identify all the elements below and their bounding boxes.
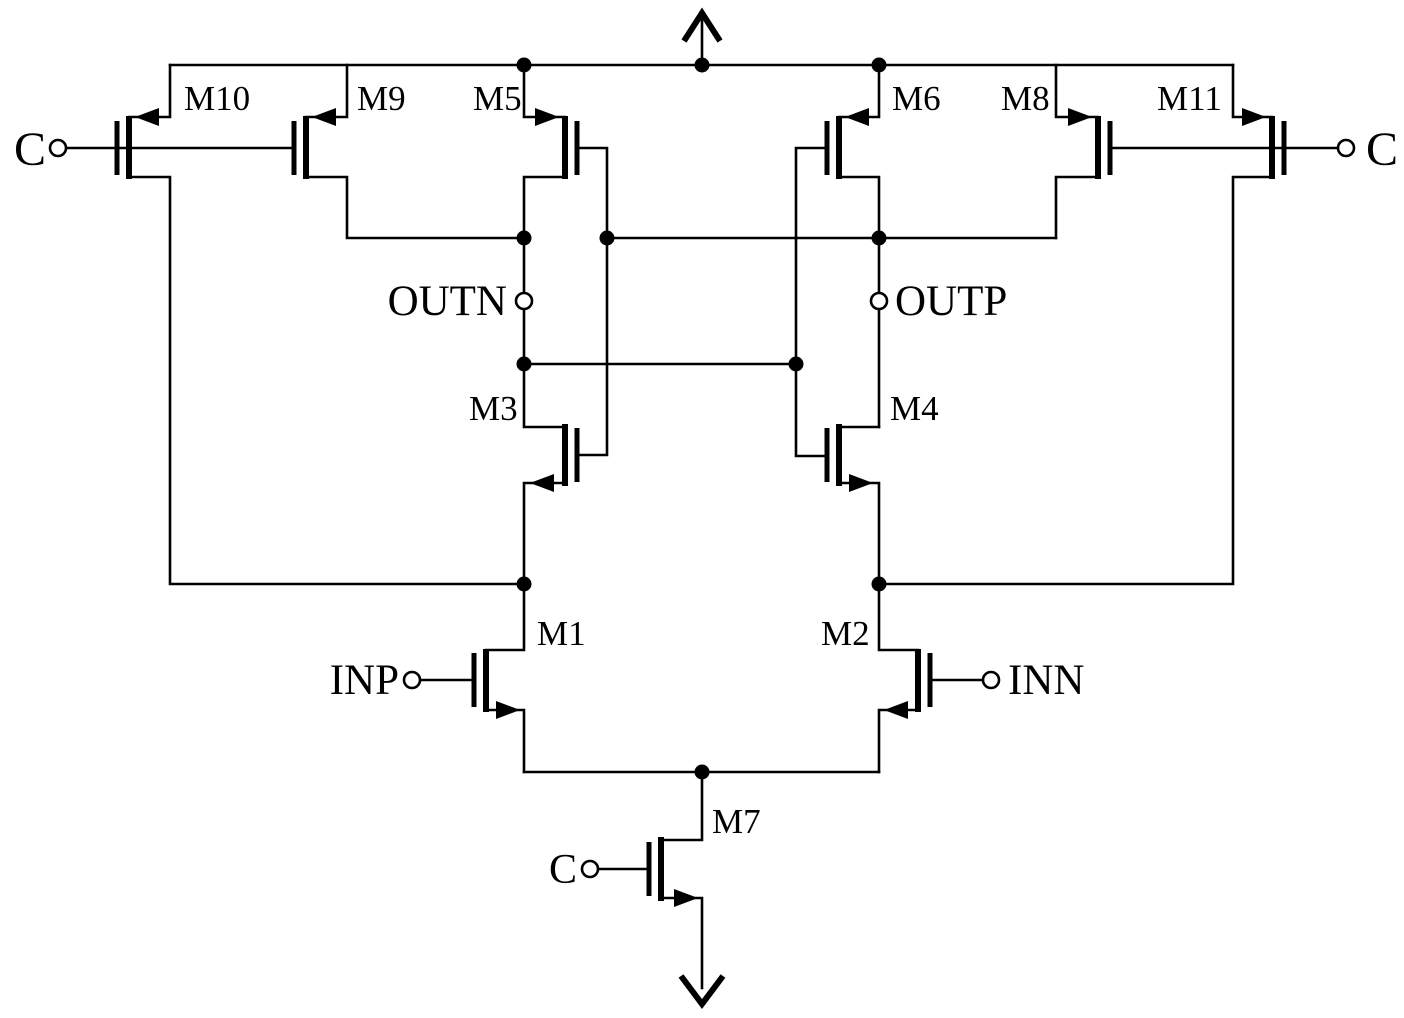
- label-m4: M4: [890, 389, 939, 428]
- m2-source-arrow: [884, 701, 908, 719]
- m5-drain: [522, 175, 567, 240]
- label-m8: M8: [1001, 79, 1050, 118]
- m4-source-arrow: [849, 474, 873, 492]
- label-m10: M10: [184, 79, 250, 118]
- label-m2: M2: [821, 614, 870, 653]
- m11-source-arrow: [1242, 108, 1266, 126]
- m5-source: [522, 63, 567, 119]
- m6-drain: [837, 175, 881, 240]
- label-m11: M11: [1157, 79, 1222, 118]
- transistor-m7: [646, 837, 698, 907]
- transistor-m9: [291, 108, 336, 179]
- m11-source: [1231, 63, 1274, 119]
- m7-drain: [659, 770, 704, 842]
- terminal-c-right: [1336, 138, 1356, 158]
- wires: [64, 63, 1340, 990]
- m1-source-arrow: [496, 701, 520, 719]
- transistor-m1: [471, 649, 520, 719]
- label-m5: M5: [473, 79, 522, 118]
- terminal-c-left: [48, 138, 68, 158]
- m3-source: [522, 481, 567, 586]
- label-inp: INP: [330, 657, 399, 704]
- m8-source: [1054, 63, 1100, 119]
- transistor-m11: [1242, 108, 1287, 179]
- transistor-m3: [530, 424, 580, 492]
- m9-source: [304, 63, 349, 119]
- m5-m3-gate-net: [575, 146, 609, 457]
- terminal-c-bias: [580, 859, 600, 879]
- vss-arrow-icon: [678, 974, 726, 1009]
- label-inn: INN: [1008, 657, 1084, 704]
- label-m6: M6: [892, 79, 941, 118]
- m3-drain: [522, 362, 567, 429]
- m10-source-arrow: [135, 108, 159, 126]
- m11-drain-bus: [877, 175, 1274, 586]
- label-c-bias: C: [549, 847, 577, 893]
- m2-drain: [877, 582, 920, 652]
- terminals: [48, 138, 1356, 879]
- m6-source: [837, 63, 881, 119]
- vdd-arrow-icon: [681, 7, 723, 67]
- label-outp: OUTP: [895, 278, 1007, 325]
- m9-drain: [304, 175, 526, 240]
- m7-source-arrow: [674, 889, 698, 907]
- transistor-m8: [1068, 108, 1113, 179]
- terminal-outn: [514, 291, 534, 311]
- m4-source: [837, 481, 881, 586]
- terminal-inp: [402, 670, 422, 690]
- m6-m4-gate-net: [794, 146, 829, 458]
- label-m9: M9: [357, 79, 406, 118]
- m10-source: [127, 63, 172, 119]
- labels: M10 M9 M5 M6 M8 M11 M3 M4 M1 M2 M7 C C C…: [14, 79, 1398, 893]
- m6-source-arrow: [845, 108, 869, 126]
- m1-drain: [484, 582, 526, 652]
- label-c-right: C: [1366, 123, 1398, 176]
- transistor-m10: [114, 108, 159, 179]
- label-outn: OUTN: [388, 278, 507, 325]
- terminal-outp: [869, 291, 889, 311]
- label-m7: M7: [712, 802, 761, 841]
- m5-source-arrow: [535, 108, 559, 126]
- label-c-left: C: [14, 123, 46, 176]
- terminal-inn: [981, 670, 1001, 690]
- m3-source-arrow: [530, 474, 554, 492]
- m2-source: [877, 708, 920, 774]
- m9-source-arrow: [312, 108, 336, 126]
- transistor-m6: [824, 108, 869, 179]
- m7-source: [659, 896, 704, 990]
- m1-source: [484, 708, 526, 774]
- m10-drain-bus: [127, 175, 526, 586]
- m8-source-arrow: [1068, 108, 1092, 126]
- transistor-m2: [884, 649, 933, 719]
- transistor-m5: [535, 108, 580, 179]
- label-m1: M1: [537, 614, 586, 653]
- label-m3: M3: [469, 389, 518, 428]
- junction-dots: [516, 57, 887, 780]
- transistor-m4: [824, 424, 873, 492]
- m8-drain: [1054, 175, 1100, 240]
